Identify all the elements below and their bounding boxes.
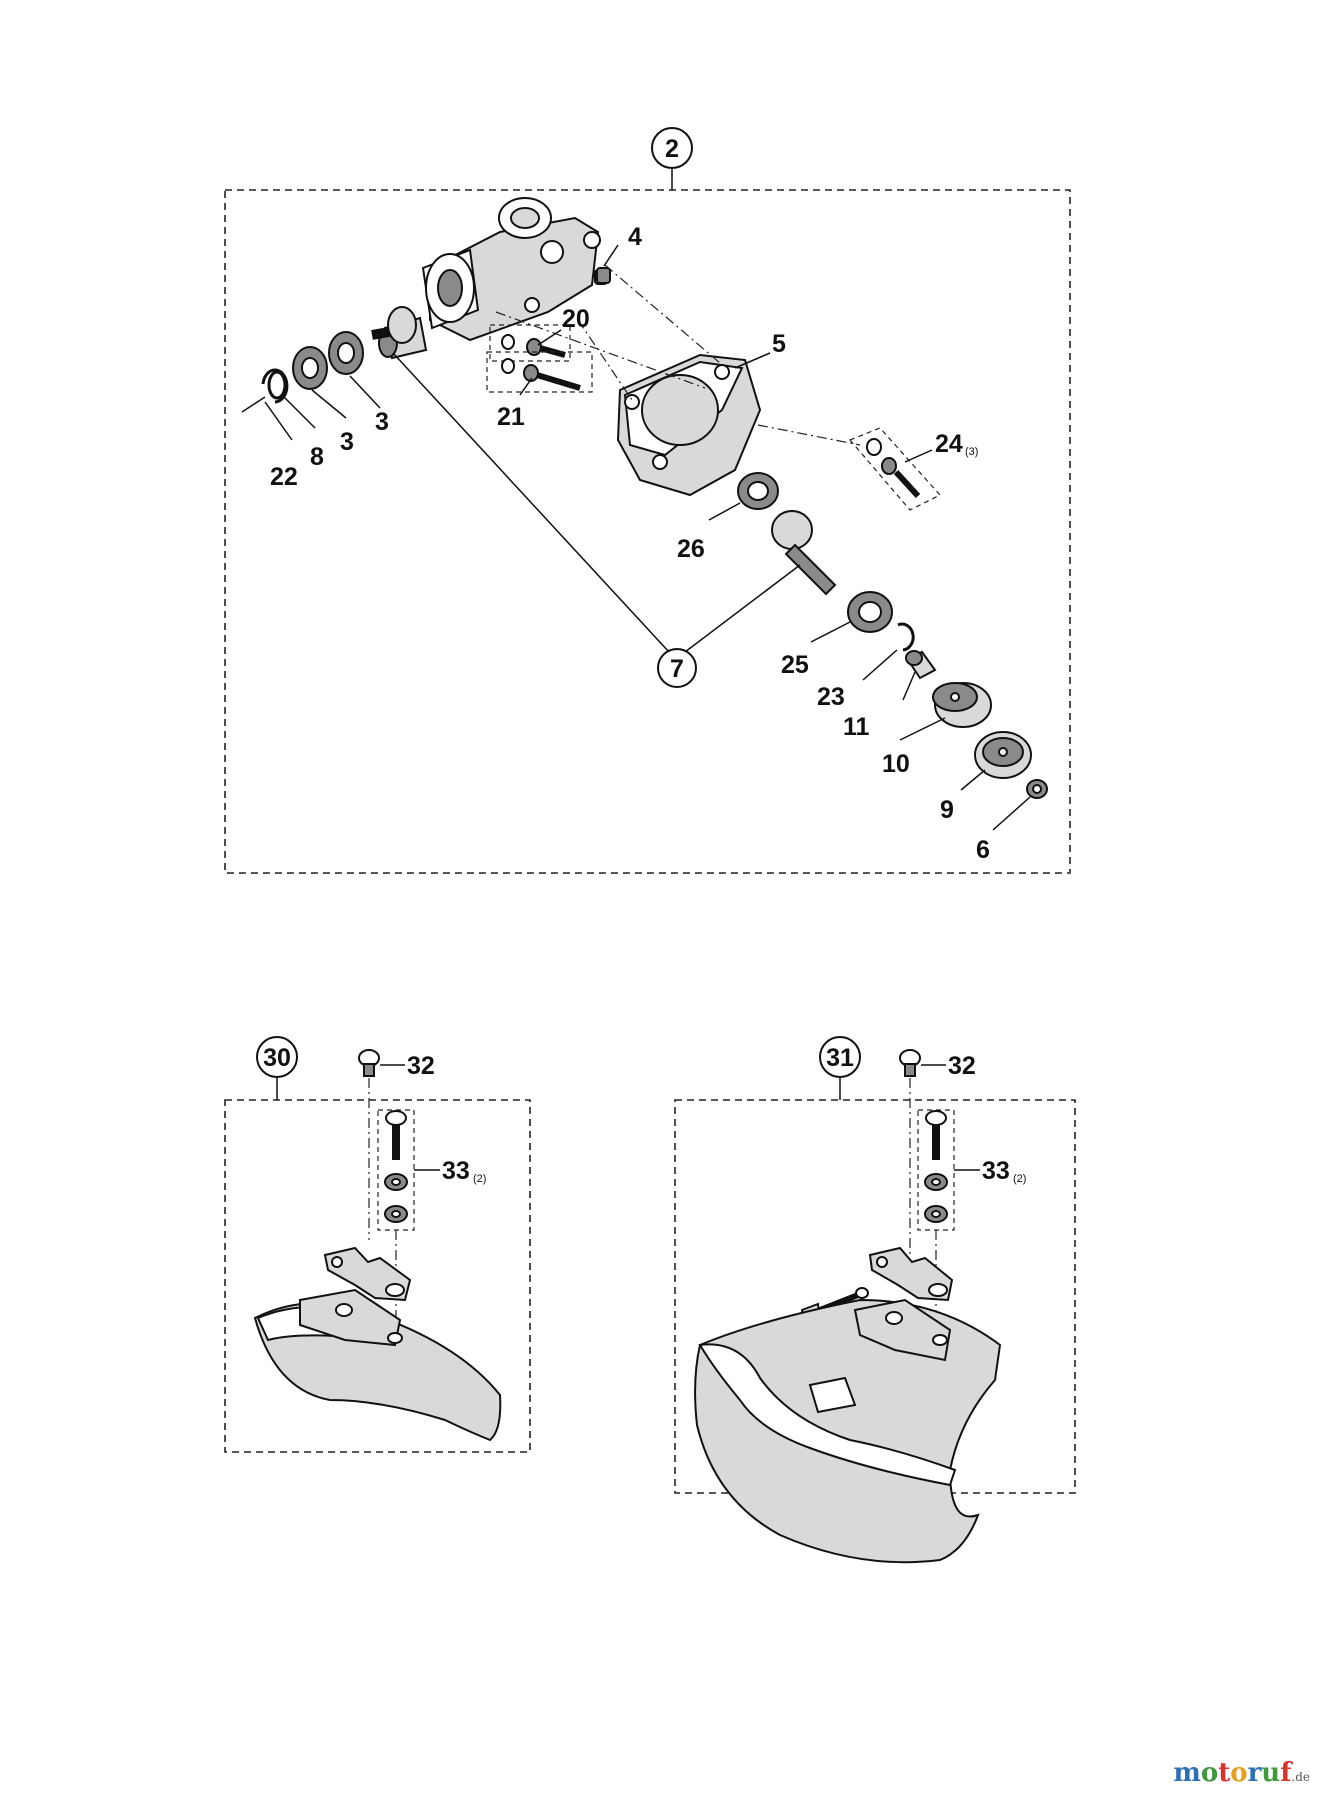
ring-8 [267, 370, 287, 400]
circlip-22 [261, 368, 289, 404]
watermark-o2: o [1230, 1758, 1248, 1788]
guard-bracket-b [868, 1246, 954, 1302]
circlip-23 [897, 622, 915, 652]
label-32-b: 32 [948, 1052, 976, 1080]
label-20: 20 [562, 305, 590, 333]
label-8: 8 [310, 443, 324, 471]
bolt-33-b [924, 1110, 948, 1223]
holder-9 [974, 731, 1032, 779]
label-24-qty: (3) [965, 446, 978, 458]
group-31-assembly: 31 32 33 (2) [674, 1036, 1076, 1564]
screw-32-b [899, 1049, 921, 1077]
group-30-callout: 30 [263, 1044, 291, 1072]
watermark-o1: o [1200, 1758, 1219, 1788]
label-4: 4 [628, 223, 642, 251]
group-30-box [224, 1099, 531, 1453]
guard-bracket-a [323, 1246, 412, 1302]
bearing-3a [328, 331, 364, 375]
collar-11 [905, 650, 937, 680]
watermark-domain: .de [1291, 1770, 1310, 1784]
group-31-callout: 31 [826, 1044, 854, 1072]
label-9: 9 [940, 796, 954, 824]
bolt-set-24 [848, 427, 941, 511]
leader-lines-group-2 [264, 244, 1031, 831]
group-2-callout: 2 [665, 135, 679, 163]
bolt-set-20 [489, 324, 571, 362]
watermark-u: u [1261, 1758, 1281, 1788]
watermark-t: t [1218, 1758, 1231, 1788]
label-33-b-qty: (2) [1013, 1173, 1026, 1185]
pinion-shaft [371, 306, 417, 344]
bolt-33-a [384, 1110, 408, 1223]
group-2-callout-circle [651, 127, 693, 169]
assembly-axes [495, 264, 861, 446]
label-33-a-qty: (2) [473, 1173, 486, 1185]
label-25: 25 [781, 651, 809, 679]
label-24: 24 [935, 430, 963, 458]
watermark-m: m [1173, 1758, 1201, 1788]
guard-31 [694, 1298, 1002, 1564]
label-23: 23 [817, 683, 845, 711]
nut-6 [1026, 779, 1048, 799]
label-11: 11 [843, 713, 870, 741]
gear-cover-5 [616, 353, 762, 497]
motoruf-watermark: motoruf.de [1173, 1758, 1310, 1788]
screw-4 [596, 267, 611, 284]
axis-left [241, 396, 266, 413]
label-26: 26 [677, 535, 705, 563]
group-31-callout-circle [819, 1036, 861, 1078]
group-2-assembly: 2 [224, 127, 1071, 874]
bearing-3b [292, 346, 328, 390]
label-3b: 3 [375, 408, 389, 436]
label-10: 10 [882, 750, 910, 778]
label-33-b: 33 [982, 1157, 1010, 1185]
label-3a: 3 [340, 428, 354, 456]
part-7-callout-circle [657, 648, 697, 688]
watermark-f: f [1280, 1758, 1292, 1788]
bearing-25 [847, 591, 893, 633]
group-30-callout-circle [256, 1036, 298, 1078]
bolt-set-21 [486, 351, 593, 393]
label-21: 21 [497, 403, 525, 431]
group-30-assembly: 30 32 33 (2) [224, 1036, 531, 1453]
group-2-box [224, 189, 1071, 874]
label-33-a: 33 [442, 1157, 470, 1185]
bearing-26 [737, 472, 779, 510]
gear-housing [378, 197, 608, 360]
label-22: 22 [270, 463, 298, 491]
part-7-callout: 7 [670, 655, 684, 683]
watermark-r: r [1247, 1758, 1262, 1788]
guard-30 [253, 1288, 502, 1442]
label-5: 5 [772, 330, 786, 358]
holder-10 [932, 682, 992, 728]
label-32-a: 32 [407, 1052, 435, 1080]
label-6: 6 [976, 836, 990, 864]
screw-32-a [358, 1049, 380, 1077]
output-shaft [771, 510, 837, 596]
